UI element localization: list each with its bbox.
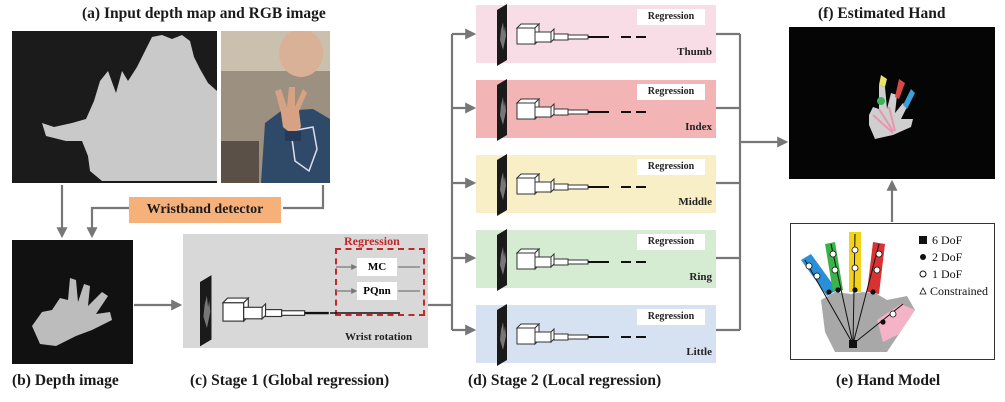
caption-estimated-hand: (f) Estimated Hand <box>818 5 946 22</box>
stage2-regression-label-thumb: Regression <box>637 9 705 25</box>
stage1-pqnn-box: PQnn <box>357 282 397 300</box>
input-depth-map <box>12 31 217 183</box>
legend-2dof: 2 DoF <box>932 250 963 264</box>
stage2-regression-label-index: Regression <box>637 84 705 100</box>
stage2-finger-label-thumb: Thumb <box>677 46 712 58</box>
stage2-finger-label-middle: Middle <box>678 196 712 208</box>
stage2-regression-label-ring: Regression <box>637 234 705 250</box>
stage2-finger-label-index: Index <box>685 121 712 133</box>
stage1-regression-box <box>335 248 425 316</box>
legend-1dof: 1 DoF <box>932 267 963 281</box>
stage2-regression-label-middle: Regression <box>637 159 705 175</box>
stage1-wrist-rotation-label: Wrist rotation <box>345 331 413 343</box>
caption-stage1: (c) Stage 1 (Global regression) <box>190 372 390 389</box>
depth-image-crop <box>12 240 133 364</box>
caption-hand-model: (e) Hand Model <box>836 372 941 389</box>
caption-input: (a) Input depth map and RGB image <box>82 5 326 22</box>
stage1-regression-title: Regression <box>344 234 400 248</box>
input-rgb-image <box>221 31 330 183</box>
stage2-finger-label-little: Little <box>686 346 712 358</box>
stage1-mc-box: MC <box>357 258 397 276</box>
legend-6dof: 6 DoF <box>932 233 963 247</box>
stage2-regression-label-little: Regression <box>637 309 705 325</box>
legend-constrained: Constrained <box>930 284 988 298</box>
estimated-hand-image <box>789 27 995 179</box>
wristband-detector-box: Wristband detector <box>129 197 281 223</box>
hand-model-diagram: 6 DoF 2 DoF 1 DoF Constrained <box>790 223 995 360</box>
caption-depth-image: (b) Depth image <box>12 372 119 389</box>
stage2-finger-label-ring: Ring <box>689 271 712 283</box>
caption-stage2: (d) Stage 2 (Local regression) <box>468 372 662 389</box>
